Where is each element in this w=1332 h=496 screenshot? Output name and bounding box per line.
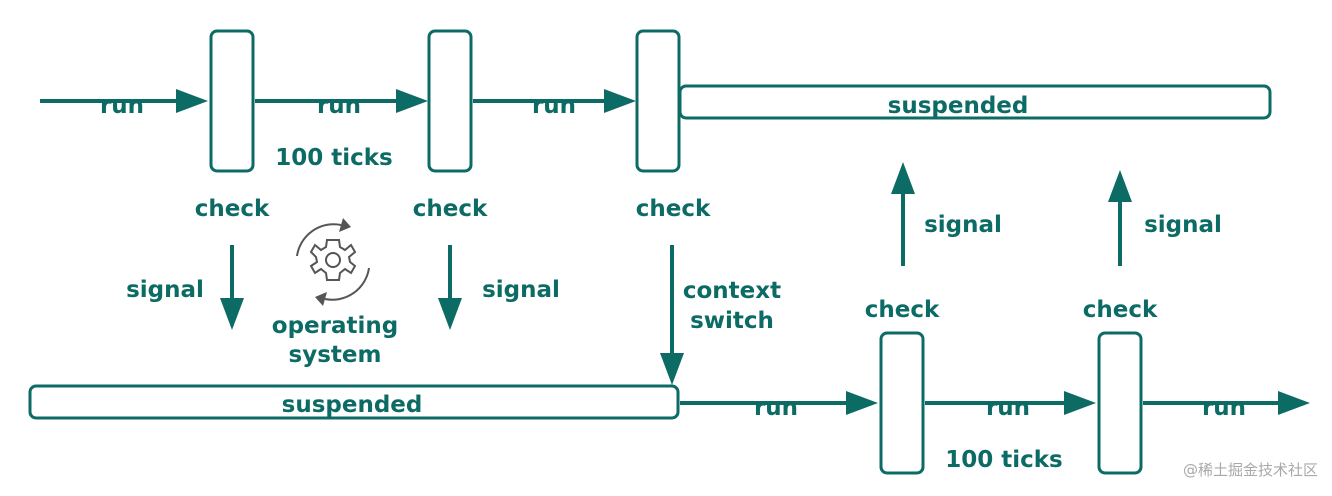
top-run-label-3: run — [532, 93, 576, 119]
bottom-suspended-bar — [28, 384, 680, 420]
top-check-box-1 — [209, 29, 255, 173]
bottom-check-box-2 — [1097, 331, 1143, 475]
top-run-arrow-3 — [473, 89, 636, 113]
context-switch-label-line2: switch — [690, 308, 774, 334]
watermark-text: @稀土掘金技术社区 — [1183, 461, 1318, 479]
os-label-line2: system — [289, 342, 382, 368]
operating-system-gear-icon — [296, 218, 370, 306]
signal-up-label-right: signal — [1144, 212, 1222, 238]
top-run-arrow-2 — [255, 89, 428, 113]
bottom-run-label-2: run — [986, 395, 1030, 421]
top-check-box-3 — [635, 29, 681, 173]
bottom-run-label-3: run — [1202, 395, 1246, 421]
top-check-label-1: check — [195, 196, 270, 222]
signal-down-arrow-left — [220, 245, 244, 330]
top-ticks-label: 100 ticks — [275, 145, 393, 171]
context-switch-arrow — [660, 245, 684, 385]
bottom-suspended-label: suspended — [282, 392, 423, 418]
os-label-line1: operating — [272, 313, 398, 339]
bottom-run-arrow-3 — [1143, 391, 1310, 415]
top-run-label-2: run — [317, 93, 361, 119]
bottom-run-label-1: run — [754, 395, 798, 421]
top-check-box-2 — [427, 29, 473, 173]
bottom-run-arrow-2 — [925, 391, 1096, 415]
bottom-run-arrow-1 — [680, 391, 878, 415]
signal-up-label-left: signal — [924, 212, 1002, 238]
signal-down-label-left: signal — [126, 277, 204, 303]
top-run-label-1: run — [100, 93, 144, 119]
top-check-label-2: check — [413, 196, 488, 222]
signal-down-label-right: signal — [482, 277, 560, 303]
top-check-label-3: check — [636, 196, 711, 222]
top-suspended-bar — [678, 84, 1272, 120]
context-switch-label-line1: context — [683, 278, 781, 304]
top-run-arrow-1 — [40, 89, 208, 113]
signal-up-arrow-right — [1108, 170, 1132, 266]
bottom-check-label-2: check — [1083, 297, 1158, 323]
bottom-check-box-1 — [879, 331, 925, 475]
top-suspended-label: suspended — [888, 93, 1029, 119]
bottom-check-label-1: check — [865, 297, 940, 323]
signal-down-arrow-right — [438, 245, 462, 330]
signal-up-arrow-left — [891, 162, 915, 266]
bottom-ticks-label: 100 ticks — [945, 447, 1063, 473]
